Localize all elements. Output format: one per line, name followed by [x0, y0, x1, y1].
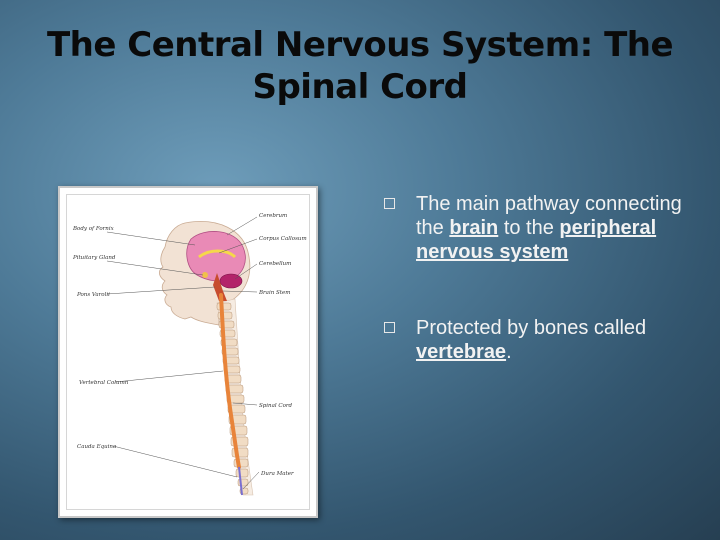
bullet-item-main-pathway: The main pathway connecting the brain to… — [384, 192, 694, 264]
bullet-item-protected: Protected by bones called vertebrae. — [384, 316, 694, 364]
bullet-square-icon — [384, 322, 395, 333]
bullet-text: The main pathway connecting the brain to… — [416, 193, 682, 263]
brain-shape — [187, 231, 246, 281]
bullet-text: Protected by bones called vertebrae. — [416, 317, 646, 363]
label-corpus-callosum: Corpus Callosum — [259, 236, 307, 242]
keyword-vertebrae: vertebrae — [416, 341, 506, 363]
nervous-system-illustration: Body of Fornix Pituitary Gland Pons Varo… — [67, 195, 311, 511]
label-cauda-equina: Cauda Equina — [77, 444, 116, 450]
label-dura-mater: Dura Mater — [260, 471, 294, 477]
label-cerebellum: Cerebellum — [259, 261, 291, 267]
bullet-square-icon — [384, 198, 395, 209]
label-pons-varolii: Pons Varolii — [76, 292, 110, 298]
cerebellum-shape — [220, 274, 242, 288]
spinal-cord-diagram: Body of Fornix Pituitary Gland Pons Varo… — [58, 186, 318, 518]
diagram-canvas: Body of Fornix Pituitary Gland Pons Varo… — [66, 194, 310, 510]
label-body-of-fornix: Body of Fornix — [72, 226, 115, 232]
label-vertebral-column: Vertebral Column — [79, 380, 129, 386]
bullet-text-part: . — [506, 341, 512, 363]
keyword-brain: brain — [449, 217, 498, 239]
slide-title-line-1: The Central Nervous System: The — [40, 24, 680, 66]
slide-title-line-2: Spinal Cord — [40, 66, 680, 108]
label-brain-stem: Brain Stem — [258, 290, 290, 296]
slide-title: The Central Nervous System: The Spinal C… — [40, 24, 680, 108]
label-pituitary-gland: Pituitary Gland — [72, 255, 116, 261]
bullet-text-part: to the — [498, 217, 559, 239]
bullet-text-part: Protected by bones called — [416, 317, 646, 339]
bullet-list: The main pathway connecting the brain to… — [384, 192, 694, 416]
label-spinal-cord: Spinal Cord — [259, 403, 293, 409]
label-cerebrum: Cerebrum — [259, 213, 287, 219]
